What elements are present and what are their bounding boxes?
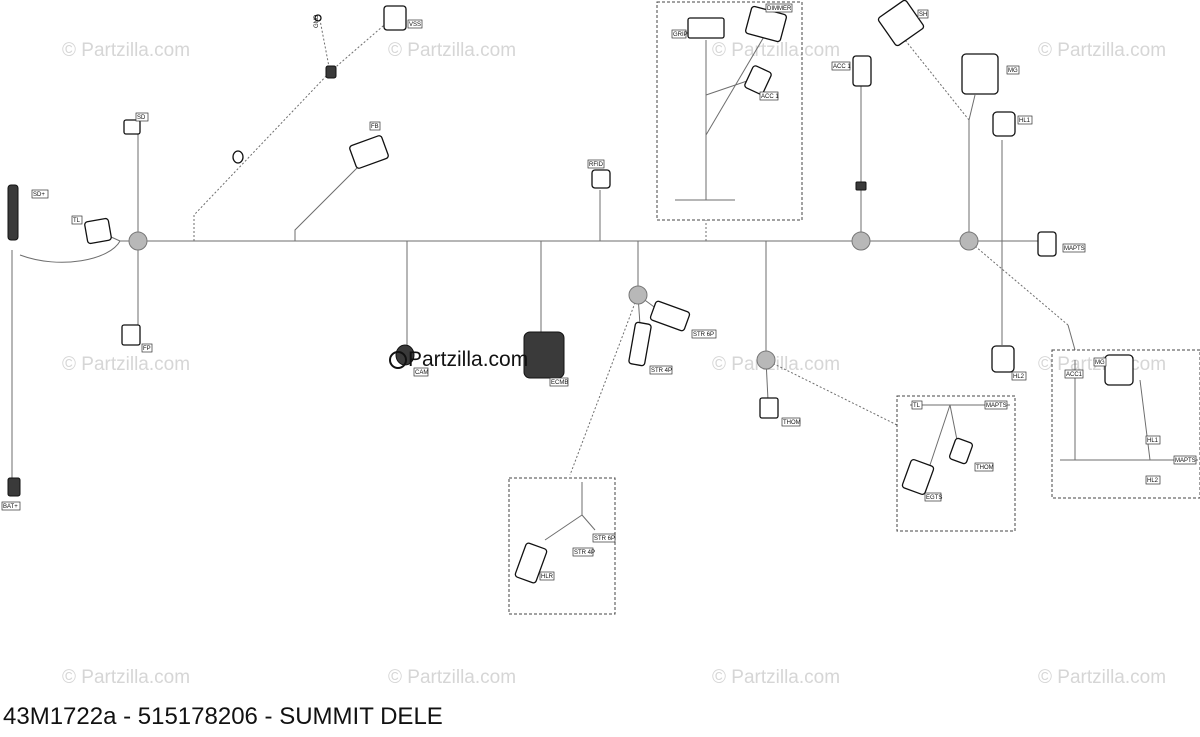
label-grip: GRIP (673, 32, 688, 38)
label-acc1: ACC 1 (833, 64, 851, 70)
splice-node (128, 231, 148, 251)
mapts-connector-icon (1037, 231, 1057, 257)
ecm-connector-icon (523, 331, 565, 379)
watermark: © Partzilla.com (62, 354, 190, 375)
label-ecmb: ECMB (551, 380, 568, 386)
label-vss: VSS (409, 22, 421, 28)
label-dimmer: DIMMER (767, 6, 792, 12)
tl-connector-icon (84, 217, 112, 245)
partzilla-logo-watermark: Partzilla.com (389, 348, 528, 371)
label-box-mapts: MAPTS (986, 403, 1007, 409)
sd-connector-icon (123, 119, 141, 135)
watermark: © Partzilla.com (712, 354, 840, 375)
hlr-connector-icon (514, 542, 548, 584)
watermark: © Partzilla.com (1038, 40, 1166, 61)
label-box4-acc1: ACC1 (1066, 372, 1083, 378)
splice-node (851, 231, 871, 251)
egts-detail-box (896, 395, 1016, 532)
rfid-connector-icon (591, 169, 611, 189)
inline-fuse-icon (325, 65, 337, 79)
ground-ring-icon (314, 14, 322, 22)
inline-fuse-icon (855, 181, 867, 191)
watermark: © Partzilla.com (62, 667, 190, 688)
str-detail-box (508, 477, 616, 615)
label-gnd: GND (314, 14, 320, 28)
watermark: © Partzilla.com (62, 40, 190, 61)
label-sd-plus: SD+ (33, 192, 45, 198)
fb-connector-icon (349, 135, 389, 169)
label-hl2: HL2 (1013, 374, 1025, 380)
logo-text: Partzilla.com (408, 348, 528, 371)
ring-terminal-icon (232, 150, 244, 164)
label-fb: FB (371, 124, 379, 130)
battery-terminal-icon (7, 477, 21, 497)
label-box-tl: TL (913, 403, 921, 409)
key-switch-icon (7, 184, 19, 241)
str6p-connector-icon (649, 300, 691, 332)
label-box4-mg: MG (1095, 360, 1105, 366)
label-fp: FP (143, 346, 151, 352)
splice-node (959, 231, 979, 251)
fp-connector-icon (121, 324, 141, 346)
labels: SD+ TL SD FP BAT+ GND VSS FB CAM ECMB RF… (1, 3, 1197, 581)
hl2-connector-icon (991, 345, 1015, 373)
str4p-connector-icon (628, 321, 652, 367)
splice-node (628, 285, 648, 305)
thom-connector-icon (759, 397, 779, 419)
acc1-grip-connector-icon (744, 65, 772, 95)
egts-connector-icon (901, 458, 935, 496)
label-rfid: RFID (589, 162, 604, 168)
grip-connector-icon (687, 17, 725, 39)
watermark: © Partzilla.com (388, 667, 516, 688)
thom-box-connector-icon (948, 437, 974, 465)
mg-box-connector-icon (1104, 354, 1134, 386)
label-sd: SD (137, 115, 146, 121)
detail-boxes (508, 1, 1200, 615)
label-hlr: HLR (541, 574, 554, 580)
splice-node (756, 350, 776, 370)
vss-connector-icon (383, 5, 407, 31)
mg-connector-icon (961, 53, 999, 95)
label-thom: THOM (783, 420, 801, 426)
label-sh: SH (919, 12, 927, 18)
label-box4-hl1: HL1 (1147, 438, 1159, 444)
sh-connector-icon (877, 0, 925, 47)
label-str-6p: STR 6P (693, 332, 714, 338)
label-egts: EGTS (926, 495, 942, 501)
watermark: © Partzilla.com (388, 40, 516, 61)
diagram-caption: 43M1722a - 515178206 - SUMMIT DELE (3, 703, 443, 730)
label-mapts: MAPTS (1064, 246, 1085, 252)
connectors (7, 0, 1134, 584)
label-acc1-box: ACC 1 (761, 94, 779, 100)
label-hl1: HL1 (1019, 118, 1031, 124)
main-trunk (11, 19, 1076, 480)
watermark: © Partzilla.com (712, 667, 840, 688)
label-box4-hl2: HL2 (1147, 478, 1159, 484)
copyright-icon (389, 351, 407, 369)
label-mg: MG (1008, 68, 1018, 74)
label-box-thom: THOM (976, 465, 994, 471)
hl1-connector-icon (992, 111, 1016, 137)
watermark: © Partzilla.com (712, 40, 840, 61)
splice-nodes (128, 231, 979, 370)
label-cam: CAM (415, 370, 428, 376)
watermark: © Partzilla.com (1038, 667, 1166, 688)
label-bat-plus: BAT+ (3, 504, 18, 510)
acc1-connector-icon (852, 55, 872, 87)
mg-detail-box (1051, 349, 1200, 499)
label-box4-mapts: MAPTS (1175, 458, 1196, 464)
label-box2-str4p: STR 4P (574, 550, 595, 556)
label-tl: TL (73, 218, 81, 224)
grip-detail-box (656, 1, 803, 221)
label-str-4p: STR 4P (651, 368, 672, 374)
label-box2-str6p: STR 6P (594, 536, 615, 542)
